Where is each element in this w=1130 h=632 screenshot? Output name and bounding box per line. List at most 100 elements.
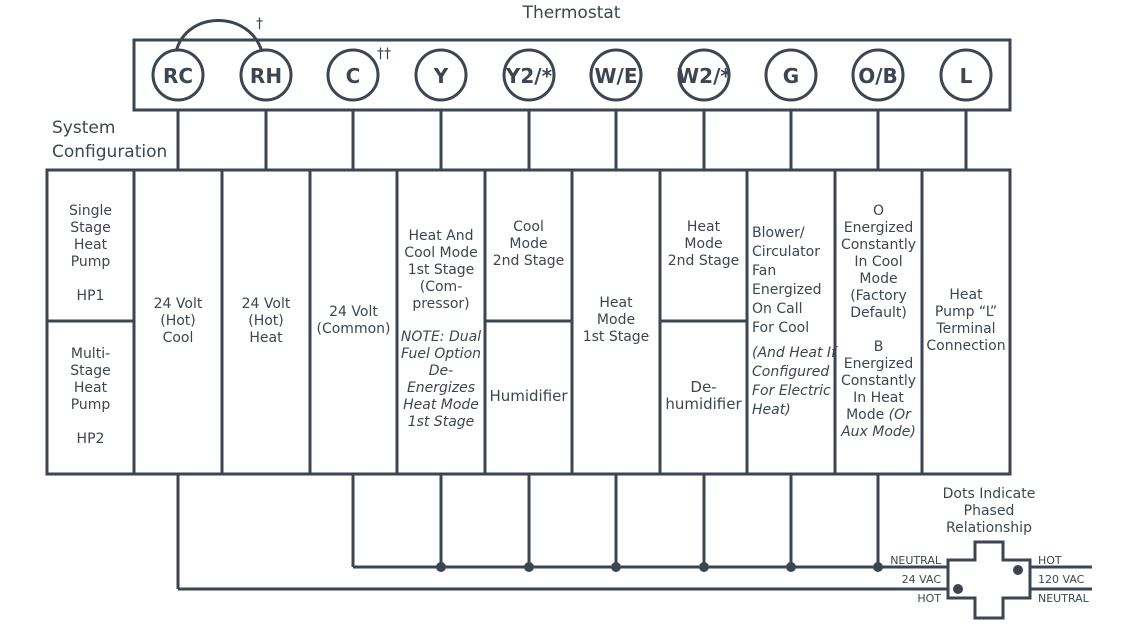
text-line: (Common) bbox=[316, 321, 391, 337]
svg-text:W/E: W/E bbox=[594, 64, 637, 88]
svg-text:RC: RC bbox=[163, 64, 193, 88]
text-line: Fuel Option bbox=[400, 346, 482, 362]
right-neutral-label: NEUTRAL bbox=[1038, 592, 1090, 605]
cell-rh: 24 Volt(Hot)Heat bbox=[222, 296, 310, 347]
text-line: Constantly bbox=[840, 237, 917, 253]
double-dagger-mark: †† bbox=[377, 46, 391, 62]
text-line: Cool Mode bbox=[404, 245, 478, 261]
text-line: Pump bbox=[70, 254, 111, 270]
text-line: Terminal bbox=[936, 321, 996, 337]
terminal-rh: RH bbox=[239, 48, 293, 102]
terminal-c: C bbox=[326, 48, 380, 102]
terminal-w2: W2/* bbox=[677, 48, 731, 102]
cell-w2-dehumidifier: De-humidifier bbox=[660, 379, 747, 413]
text-line: On Call bbox=[752, 301, 803, 317]
svg-text:L: L bbox=[960, 64, 973, 88]
phase-dot-left bbox=[953, 584, 963, 594]
text-line: (Hot) bbox=[160, 313, 196, 329]
text-line: Dots Indicate bbox=[942, 486, 1036, 502]
text-line: 1st Stage bbox=[407, 414, 475, 430]
text-line: Mode bbox=[509, 236, 548, 252]
thermostat-block bbox=[132, 38, 1012, 112]
text-line: Heat And bbox=[408, 228, 474, 244]
text-line: Single bbox=[68, 203, 113, 219]
text-line: Mode bbox=[684, 236, 723, 252]
text-line: For Electric bbox=[752, 383, 831, 399]
svg-text:Y2/*: Y2/* bbox=[505, 64, 553, 88]
text-line: Heat bbox=[73, 380, 108, 396]
cell-c: 24 Volt(Common) bbox=[310, 304, 397, 338]
text-line: Relationship bbox=[946, 520, 1032, 536]
text-line: 1st Stage bbox=[582, 329, 650, 345]
text-line: Heat bbox=[73, 237, 108, 253]
svg-text:O/B: O/B bbox=[858, 64, 898, 88]
text-line: Heat bbox=[249, 330, 283, 346]
dagger-mark: † bbox=[256, 16, 263, 32]
terminal-g: G bbox=[764, 48, 818, 102]
svg-text:Y: Y bbox=[433, 64, 449, 88]
svg-text:RH: RH bbox=[250, 64, 282, 88]
text-line: Heat bbox=[599, 295, 633, 311]
text-line: (Factory bbox=[850, 288, 907, 304]
text-line: De- bbox=[690, 378, 717, 396]
text-line: Pump bbox=[70, 397, 111, 413]
left-24vac-label: 24 VAC bbox=[902, 573, 942, 586]
left-hot-label: HOT bbox=[917, 592, 941, 605]
text-line: Stage bbox=[70, 363, 111, 379]
terminal-rc: RC bbox=[151, 48, 205, 102]
text-line: NOTE: Dual bbox=[400, 329, 482, 345]
terminal-ob: O/B bbox=[851, 48, 905, 102]
terminal-y: Y bbox=[414, 48, 468, 102]
text-line: Humidifier bbox=[489, 387, 568, 405]
text-line: (Hot) bbox=[248, 313, 284, 329]
text-line: For Cool bbox=[752, 320, 810, 336]
thermostat-title: Thermostat bbox=[522, 3, 621, 23]
text-line: Heat bbox=[686, 219, 721, 235]
text-line: O bbox=[872, 203, 885, 219]
text-line: Heat) bbox=[752, 402, 791, 418]
text-line: pressor) bbox=[412, 296, 470, 312]
text-line: Mode bbox=[859, 271, 898, 287]
text-line: Cool bbox=[162, 330, 194, 346]
text-line: 2nd Stage bbox=[492, 253, 565, 269]
text-line: In Heat bbox=[853, 390, 904, 406]
text-line: Energized bbox=[843, 356, 914, 372]
text-line: Pump “L” bbox=[934, 304, 998, 320]
text-line: (Com- bbox=[419, 279, 463, 295]
text-line: humidifier bbox=[665, 395, 742, 413]
text-line: HP1 bbox=[76, 288, 105, 304]
text-line: (And Heat If bbox=[752, 345, 836, 361]
text-line: De-Energizes bbox=[406, 363, 476, 396]
text-line: B bbox=[873, 339, 884, 355]
text-line: Mode bbox=[596, 312, 636, 328]
transformer-symbol bbox=[946, 540, 1032, 620]
text-line: 1st Stage bbox=[407, 262, 475, 278]
text-line: Blower/ bbox=[752, 225, 805, 241]
text-line bbox=[835, 322, 922, 339]
text-line: Heat bbox=[949, 287, 983, 303]
text-line: 24 Volt bbox=[329, 304, 378, 320]
text-line: Multi- bbox=[70, 346, 111, 362]
text-line: HP2 bbox=[76, 431, 105, 447]
cell-rc: 24 Volt(Hot)Cool bbox=[134, 296, 222, 347]
terminal-y2: Y2/* bbox=[502, 48, 556, 102]
right-hot-label: HOT bbox=[1038, 554, 1062, 567]
text-line: Phased bbox=[963, 503, 1015, 519]
svg-text:C: C bbox=[346, 64, 361, 88]
text-line: 2nd Stage bbox=[667, 253, 740, 269]
text-line: Cool bbox=[513, 219, 544, 235]
text-line: Stage bbox=[70, 220, 111, 236]
phase-dot-right bbox=[1013, 565, 1023, 575]
cell-y2-humidifier: Humidifier bbox=[485, 388, 572, 405]
